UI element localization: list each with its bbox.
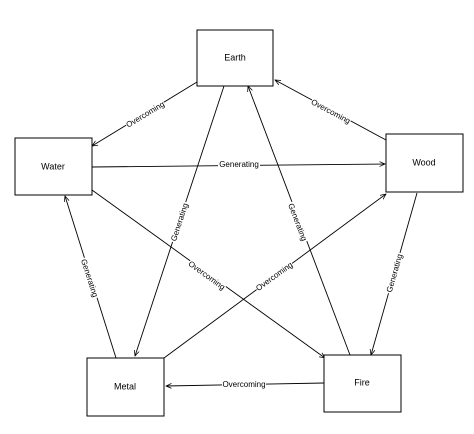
svg-text:Overcoming: Overcoming [254, 260, 294, 293]
svg-text:Overcoming: Overcoming [310, 97, 352, 125]
edges [65, 80, 418, 386]
label-earth-to-water: Overcoming [123, 98, 167, 131]
label-fire-to-earth: Generating [284, 200, 311, 244]
svg-text:Overcoming: Overcoming [125, 100, 167, 130]
node-fire: Fire [323, 354, 402, 413]
label-fire-to-metal: Overcoming [222, 379, 266, 390]
label-water-to-fire: Overcoming [185, 258, 228, 293]
node-water: Water [14, 137, 93, 196]
label-metal-to-wood: Overcoming [253, 259, 296, 294]
svg-text:Generating: Generating [169, 202, 190, 242]
edge-labels: Generating Generating Generating Generat… [77, 96, 406, 390]
svg-text:Overcoming: Overcoming [187, 259, 227, 292]
label-wood-to-fire: Generating [383, 251, 406, 295]
label-water-to-wood: Generating [218, 159, 260, 170]
node-metal: Metal [86, 357, 165, 417]
node-fire-label: Fire [354, 377, 370, 387]
node-wood-label: Wood [412, 157, 435, 167]
node-metal-label: Metal [114, 381, 136, 391]
node-wood: Wood [385, 133, 464, 193]
svg-text:Overcoming: Overcoming [222, 380, 265, 389]
node-earth: Earth [196, 29, 274, 87]
node-water-label: Water [41, 161, 65, 171]
node-earth-label: Earth [224, 52, 246, 62]
svg-text:Generating: Generating [79, 258, 100, 298]
label-earth-to-metal: Generating [167, 200, 192, 244]
svg-text:Generating: Generating [219, 160, 259, 169]
label-metal-to-water: Generating [77, 256, 102, 300]
label-wood-to-earth: Overcoming [308, 96, 353, 127]
svg-text:Generating: Generating [385, 253, 405, 294]
